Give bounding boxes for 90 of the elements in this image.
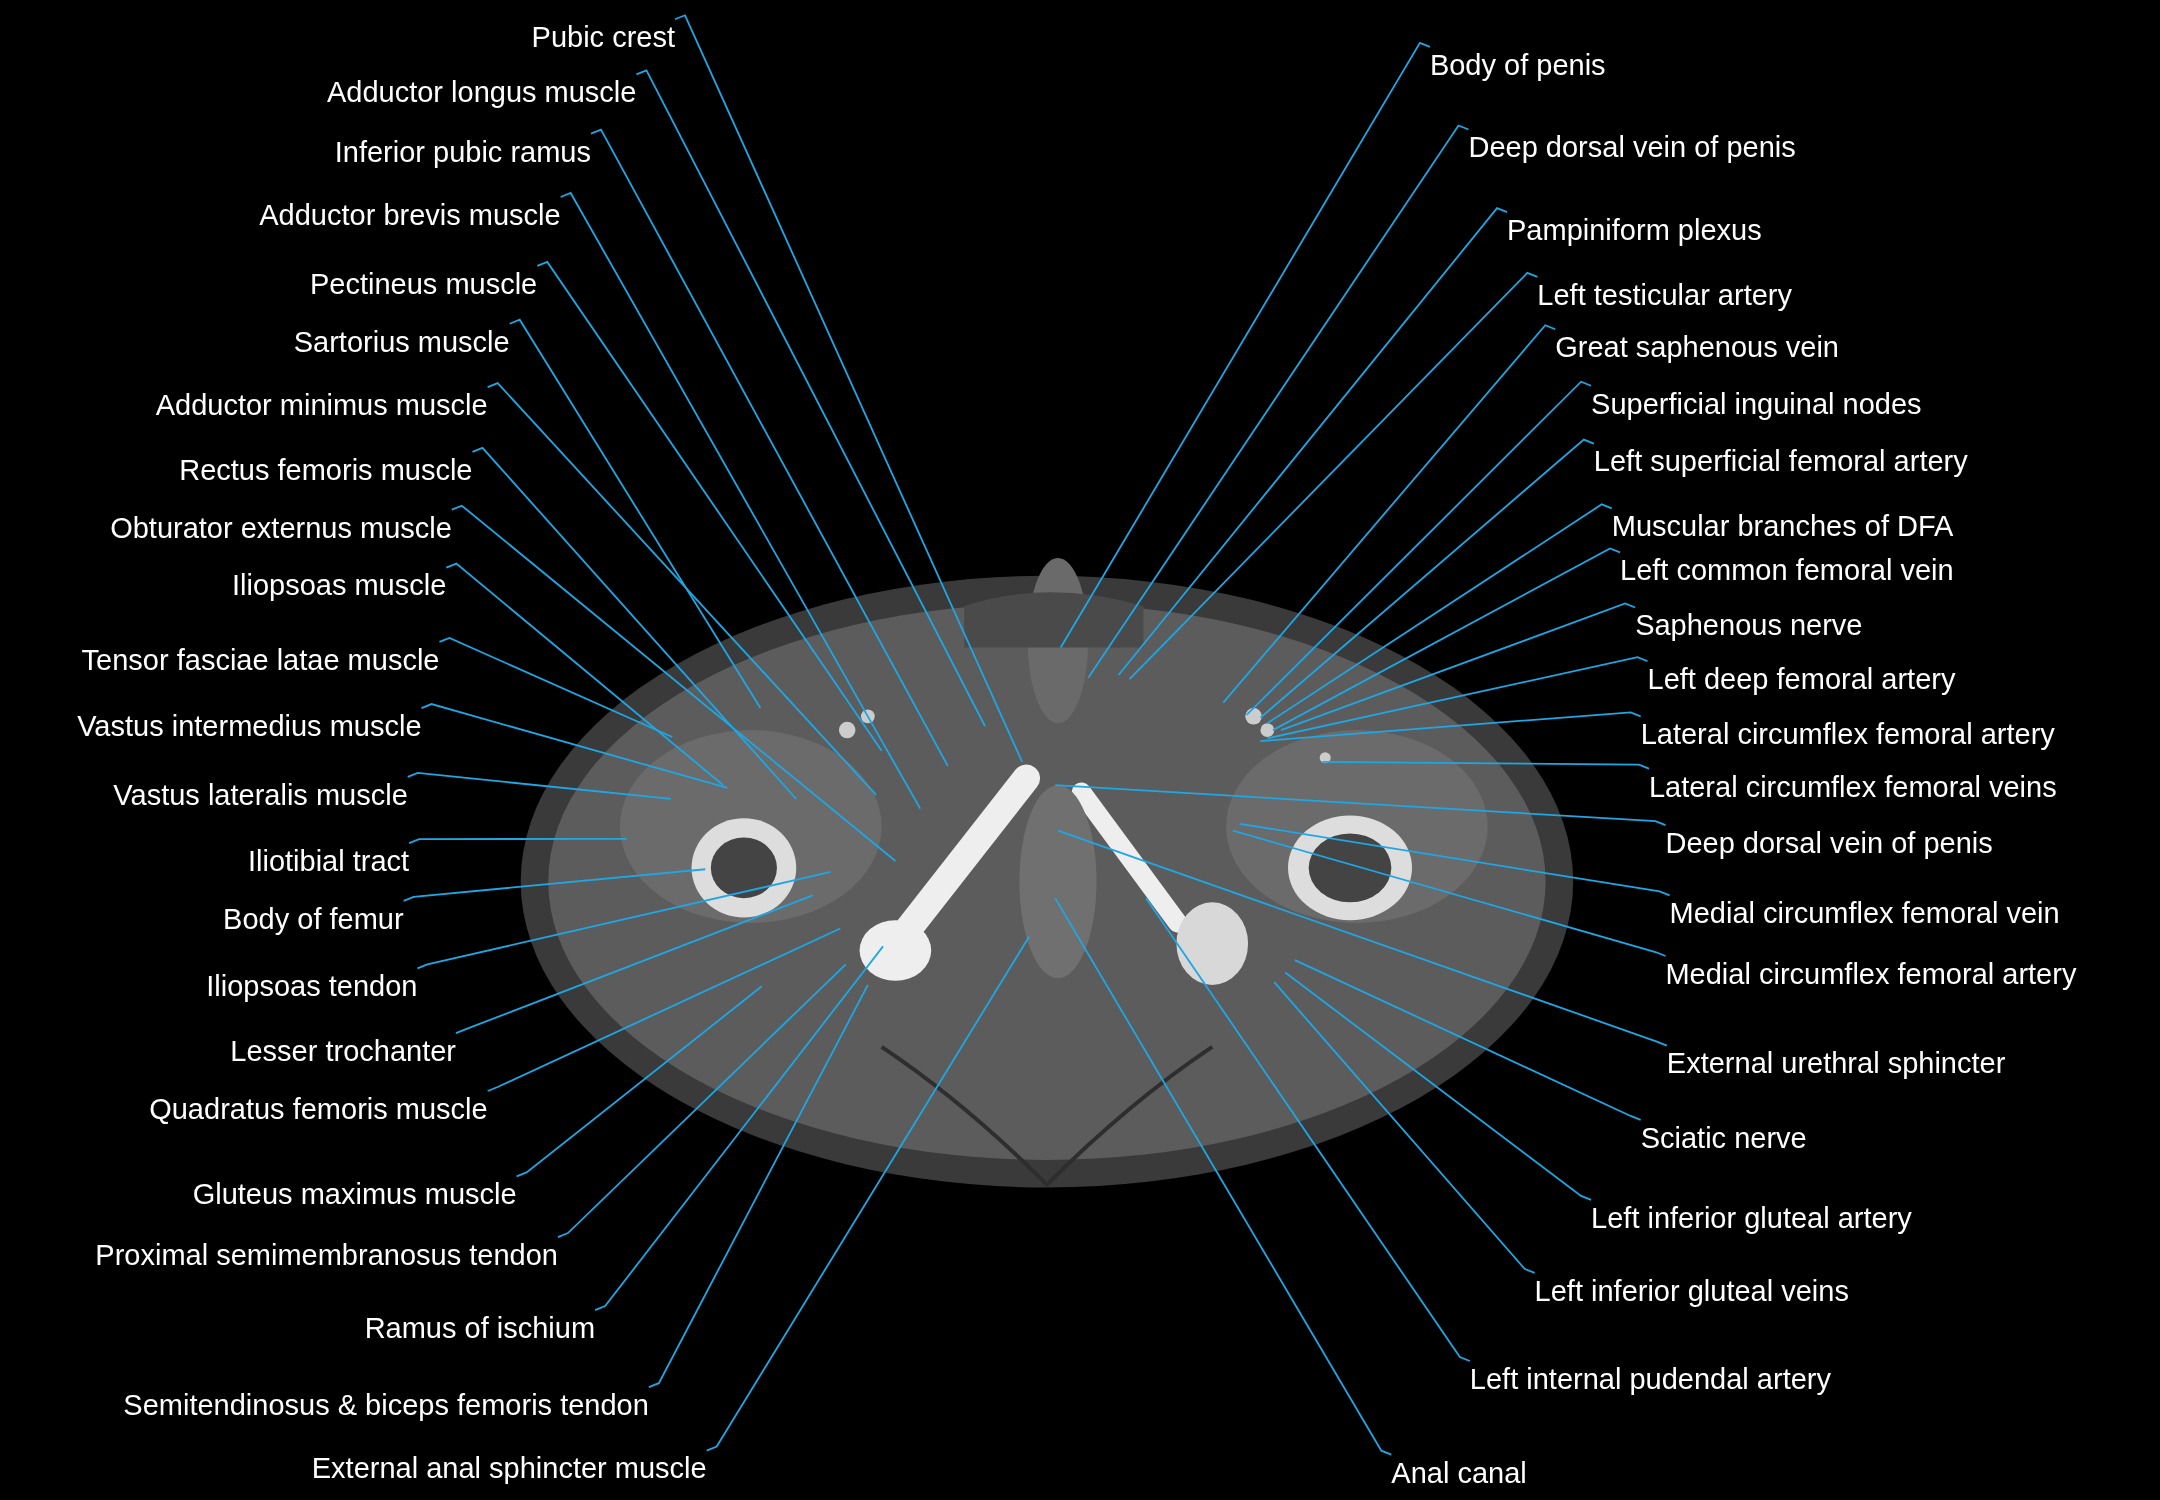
structure-label: Adductor brevis muscle: [259, 197, 561, 232]
leader-line: [1232, 829, 1667, 957]
leader-line: [1266, 656, 1649, 740]
structure-label: Sciatic nerve: [1640, 1120, 1807, 1155]
leader-line: [559, 191, 922, 810]
leader-line: [1245, 380, 1592, 716]
leader-line: [406, 772, 672, 800]
structure-label: Vastus lateralis muscle: [113, 777, 408, 812]
structure-label: Vastus intermedius muscle: [77, 708, 422, 743]
leader-line: [590, 128, 949, 767]
structure-label: Left superficial femoral artery: [1593, 444, 1968, 479]
structure-label: Body of penis: [1429, 47, 1606, 82]
leader-line: [1054, 897, 1393, 1456]
structure-label: Medial circumflex femoral artery: [1665, 956, 2077, 991]
structure-label: Iliopsoas muscle: [231, 568, 447, 603]
leader-line: [1222, 324, 1557, 704]
structure-label: Body of femur: [223, 901, 404, 936]
leader-line: [1321, 760, 1650, 770]
leader-line: [1259, 711, 1642, 742]
structure-label: Lateral circumflex femoral veins: [1648, 769, 2057, 804]
leader-line: [557, 963, 847, 1238]
structure-label: Left testicular artery: [1537, 277, 1792, 312]
structure-label: Medial circumflex femoral vein: [1669, 896, 2060, 931]
structure-label: Left deep femoral artery: [1647, 662, 1956, 697]
leader-line: [1117, 207, 1508, 676]
leader-line: [402, 868, 707, 902]
structure-label: Sartorius muscle: [293, 324, 510, 359]
leader-line: [486, 382, 877, 796]
structure-label: Muscular branches of DFA: [1611, 509, 1954, 544]
structure-label: Semitendinosus & biceps femoris tendon: [123, 1388, 649, 1423]
structure-label: Saphenous nerve: [1635, 608, 1863, 643]
structure-label: Left internal pudendal artery: [1469, 1361, 1831, 1396]
leader-line: [450, 504, 897, 862]
structure-label: Deep dorsal vein of penis: [1468, 130, 1796, 165]
structure-label: Iliopsoas tendon: [206, 969, 418, 1004]
structure-label: Inferior pubic ramus: [334, 134, 591, 169]
structure-label: Left inferior gluteal veins: [1534, 1273, 1849, 1308]
leader-line: [455, 894, 814, 1035]
structure-label: External urethral sphincter: [1666, 1046, 2006, 1081]
structure-label: Great saphenous vein: [1555, 330, 1839, 365]
leader-line: [445, 562, 725, 787]
leader-line: [1128, 271, 1539, 681]
leader-line: [1057, 829, 1668, 1047]
structure-label: Lesser trochanter: [230, 1034, 456, 1069]
structure-label: Lateral circumflex femoral artery: [1640, 717, 2055, 752]
leader-line: [1273, 981, 1536, 1274]
structure-label: Rectus femoris muscle: [179, 452, 473, 487]
leader-line: [594, 945, 884, 1311]
leader-line: [1294, 959, 1642, 1121]
structure-label: Tensor fasciae latae muscle: [81, 642, 440, 677]
leader-line: [647, 984, 869, 1389]
structure-label: Ramus of ischium: [364, 1310, 596, 1345]
leader-line: [416, 871, 832, 970]
leader-line: [508, 318, 762, 709]
leader-line: [408, 838, 628, 844]
leader-line: [420, 703, 729, 789]
leader-line: [1145, 897, 1471, 1362]
leader-line: [486, 927, 842, 1092]
structure-label: Gluteus maximus muscle: [192, 1177, 517, 1212]
leader-line: [536, 260, 883, 752]
leader-line: [1266, 503, 1613, 725]
leader-line: [635, 69, 986, 727]
leader-line: [1271, 547, 1621, 731]
structure-label: Pubic crest: [531, 20, 675, 55]
leader-line: [471, 446, 798, 800]
leader-line: [438, 636, 674, 738]
leader-line: [515, 985, 763, 1178]
structure-label: Obturator externus muscle: [110, 510, 452, 545]
leader-line: [1087, 124, 1470, 679]
structure-label: Superficial inguinal nodes: [1591, 386, 1922, 421]
leader-line: [1284, 971, 1592, 1201]
structure-label: Proximal semimembranosus tendon: [95, 1237, 558, 1272]
leader-line: [1238, 822, 1671, 897]
leader-line: [1259, 438, 1595, 719]
structure-label: Left common femoral vein: [1620, 553, 1954, 588]
structure-label: Left inferior gluteal artery: [1591, 1200, 1912, 1235]
leader-line: [1054, 784, 1667, 827]
leader-line: [1059, 41, 1431, 649]
structure-label: Adductor longus muscle: [326, 75, 637, 110]
structure-label: Adductor minimus muscle: [155, 388, 488, 422]
leader-line: [1280, 602, 1637, 731]
structure-label: External anal sphincter muscle: [311, 1451, 707, 1486]
structure-label: Deep dorsal vein of penis: [1665, 826, 1993, 861]
leader-line: [674, 14, 1024, 763]
leader-line: [705, 935, 1030, 1452]
structure-label: Pampiniform plexus: [1507, 213, 1762, 248]
structure-label: Anal canal: [1391, 1455, 1527, 1490]
structure-label: Iliotibial tract: [247, 843, 410, 878]
structure-label: Pectineus muscle: [309, 266, 538, 301]
structure-label: Quadratus femoris muscle: [149, 1091, 488, 1126]
